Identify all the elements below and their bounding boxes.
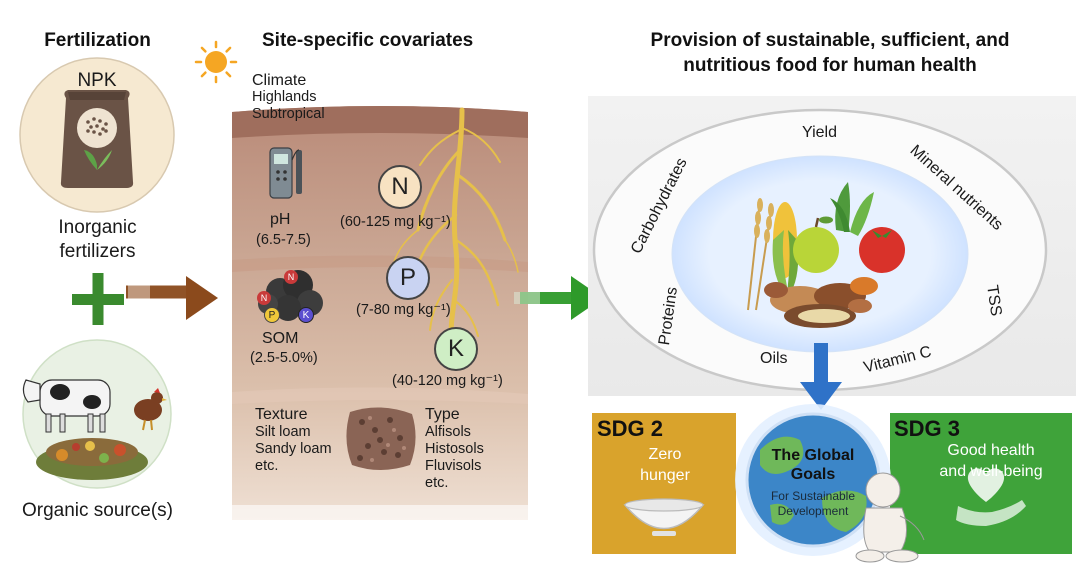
som-n-particle-2: N <box>257 291 271 305</box>
sdg2-box <box>592 413 736 554</box>
global-goals-title: The Global Goals <box>771 447 855 483</box>
type-item-2: Histosols <box>425 441 484 457</box>
texture-item-3: etc. <box>255 458 279 474</box>
type-heading: Type <box>425 406 460 423</box>
brown-arrow-icon <box>126 276 218 320</box>
som-p-particle: P <box>264 307 280 323</box>
sun-icon <box>194 40 238 84</box>
fertilizer-bag-icon <box>60 90 134 188</box>
sdg2-text: Zero hunger <box>640 446 690 484</box>
heart-hand-icon <box>956 468 1026 526</box>
bowl-icon <box>623 498 705 536</box>
npk-label: NPK <box>77 70 117 91</box>
blue-arrow-icon <box>800 343 842 410</box>
food-cluster-icon <box>747 182 905 328</box>
baby-icon <box>855 472 925 563</box>
climate-highlands: Highlands <box>252 89 317 105</box>
climate-label: Climate <box>252 72 307 89</box>
provision-title: Provision of sustainable, sufficient, an… <box>650 30 1010 76</box>
green-arrow-icon <box>514 276 603 320</box>
som-label: SOM <box>262 330 299 347</box>
fertilization-title: Fertilization <box>44 30 151 51</box>
type-block: Type Alfisols Histosols Fluvisols etc. <box>425 406 484 492</box>
som-n-particle-1: N <box>284 270 298 284</box>
type-item-1: Alfisols <box>425 424 471 440</box>
ring-oils: Oils <box>760 350 788 367</box>
som-k-particle: K <box>298 307 314 323</box>
ring-yield: Yield <box>802 124 837 141</box>
p-range: (7-80 mg kg⁻¹) <box>356 302 451 318</box>
type-item-4: etc. <box>425 475 449 491</box>
ph-meter-icon <box>269 147 302 199</box>
ph-label: pH <box>270 211 291 228</box>
k-range: (40-120 mg kg⁻¹) <box>392 373 503 389</box>
ph-range: (6.5-7.5) <box>256 232 311 248</box>
global-goals-sub: For Sustainable Development <box>770 489 856 518</box>
sdg2-title: SDG 2 <box>597 416 664 441</box>
climate-subtropical: Subtropical <box>252 106 325 122</box>
inorganic-label: Inorganic fertilizers <box>58 217 137 262</box>
organic-label: Organic source(s) <box>22 500 173 521</box>
n-range: (60-125 mg kg⁻¹) <box>340 214 451 230</box>
type-item-3: Fluvisols <box>425 458 482 474</box>
n-circle: N <box>378 165 422 209</box>
texture-block: Texture Silt loam Sandy loam etc. <box>255 406 332 475</box>
sdg3-text: Good health and well-being <box>939 442 1043 480</box>
sdg3-title: SDG 3 <box>894 416 961 441</box>
organic-source-icon <box>22 379 167 480</box>
texture-item-2: Sandy loam <box>255 441 332 457</box>
covariates-title: Site-specific covariates <box>262 30 474 51</box>
texture-item-1: Silt loam <box>255 424 311 440</box>
p-circle: P <box>386 256 430 300</box>
som-range: (2.5-5.0%) <box>250 350 318 366</box>
plus-icon <box>72 273 124 325</box>
texture-heading: Texture <box>255 406 308 423</box>
k-circle: K <box>434 327 478 371</box>
climate-block: Climate Highlands Subtropical <box>252 72 325 123</box>
soil-clod-icon <box>346 407 416 470</box>
